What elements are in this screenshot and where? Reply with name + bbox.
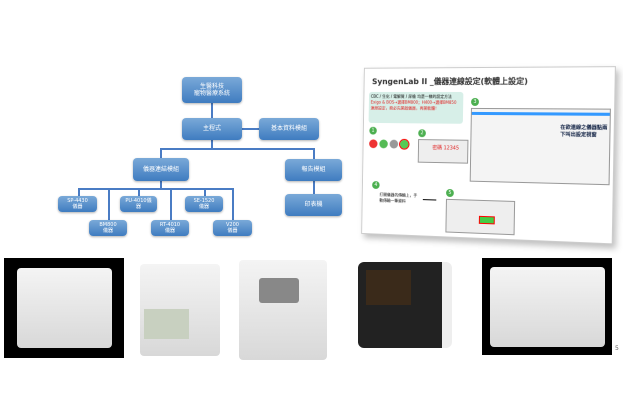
device-node-rt4010: RT-4010 儀器 <box>151 220 189 236</box>
link-icon <box>379 140 388 149</box>
setup-slide: SyngenLab II _儀器連線設定(軟體上設定) CBC / 生化 / 電… <box>361 66 616 244</box>
device-node-se1520: SE-1520 儀器 <box>185 196 223 212</box>
password-text: 密碼 12345 <box>432 144 459 151</box>
step-badge: 3 <box>471 98 479 106</box>
step-badge: 5 <box>446 189 454 197</box>
step-badge: 2 <box>418 129 426 137</box>
slide-note: CBC / 生化 / 電解質 / 尿檢 均是一樣的設定方法 Exigo & BO… <box>369 92 464 124</box>
arrow-line <box>423 199 436 200</box>
report-module-node: 報告模組 <box>285 159 342 181</box>
step-badge: 1 <box>369 127 377 135</box>
confirm-button <box>480 217 494 224</box>
settings-icon <box>400 140 409 149</box>
step4-text: 打開儀器的傳輸上，手動傳輸一筆資料 <box>379 192 417 205</box>
slide-title: SyngenLab II _儀器連線設定(軟體上設定) <box>372 76 528 87</box>
password-dialog: 密碼 12345 <box>418 139 469 164</box>
add-icon <box>369 139 378 148</box>
electrolyte-analyzer-photo <box>138 262 222 358</box>
note-line: 連線設定，務必先開啟儀器，再開軟體！ <box>371 105 462 111</box>
instrument-module-node: 儀器連結模組 <box>133 158 189 181</box>
device-node-pu4010: PU-4010儀 器 <box>120 196 157 212</box>
page-number: 5 <box>615 345 619 352</box>
callout-text: 在欲連線之儀器點兩下叫出設定視窗 <box>560 124 609 139</box>
biochemistry-analyzer-photo <box>482 258 612 355</box>
toolbar-icons <box>369 139 409 148</box>
urine-analyzer-photo <box>236 255 330 365</box>
settings-dialog <box>445 199 515 235</box>
blood-gas-analyzer-photo <box>358 258 452 352</box>
printer-node: 印表機 <box>285 194 342 216</box>
device-icon <box>390 140 399 149</box>
basic-data-node: 基本資料模組 <box>259 118 319 140</box>
device-node-v200: V200 儀器 <box>213 220 252 236</box>
device-node-bm800: BM800 儀器 <box>89 220 127 236</box>
instrument-list-screen: 在欲連線之儀器點兩下叫出設定視窗 <box>470 108 611 185</box>
hematology-analyzer-photo <box>4 258 124 358</box>
step-badge: 4 <box>372 181 380 189</box>
main-program-node: 主程式 <box>182 118 242 140</box>
root-node: 生醫科技 寵物醫療系統 <box>182 77 242 103</box>
device-node-sp4430: SP-4430 儀器 <box>58 196 97 212</box>
